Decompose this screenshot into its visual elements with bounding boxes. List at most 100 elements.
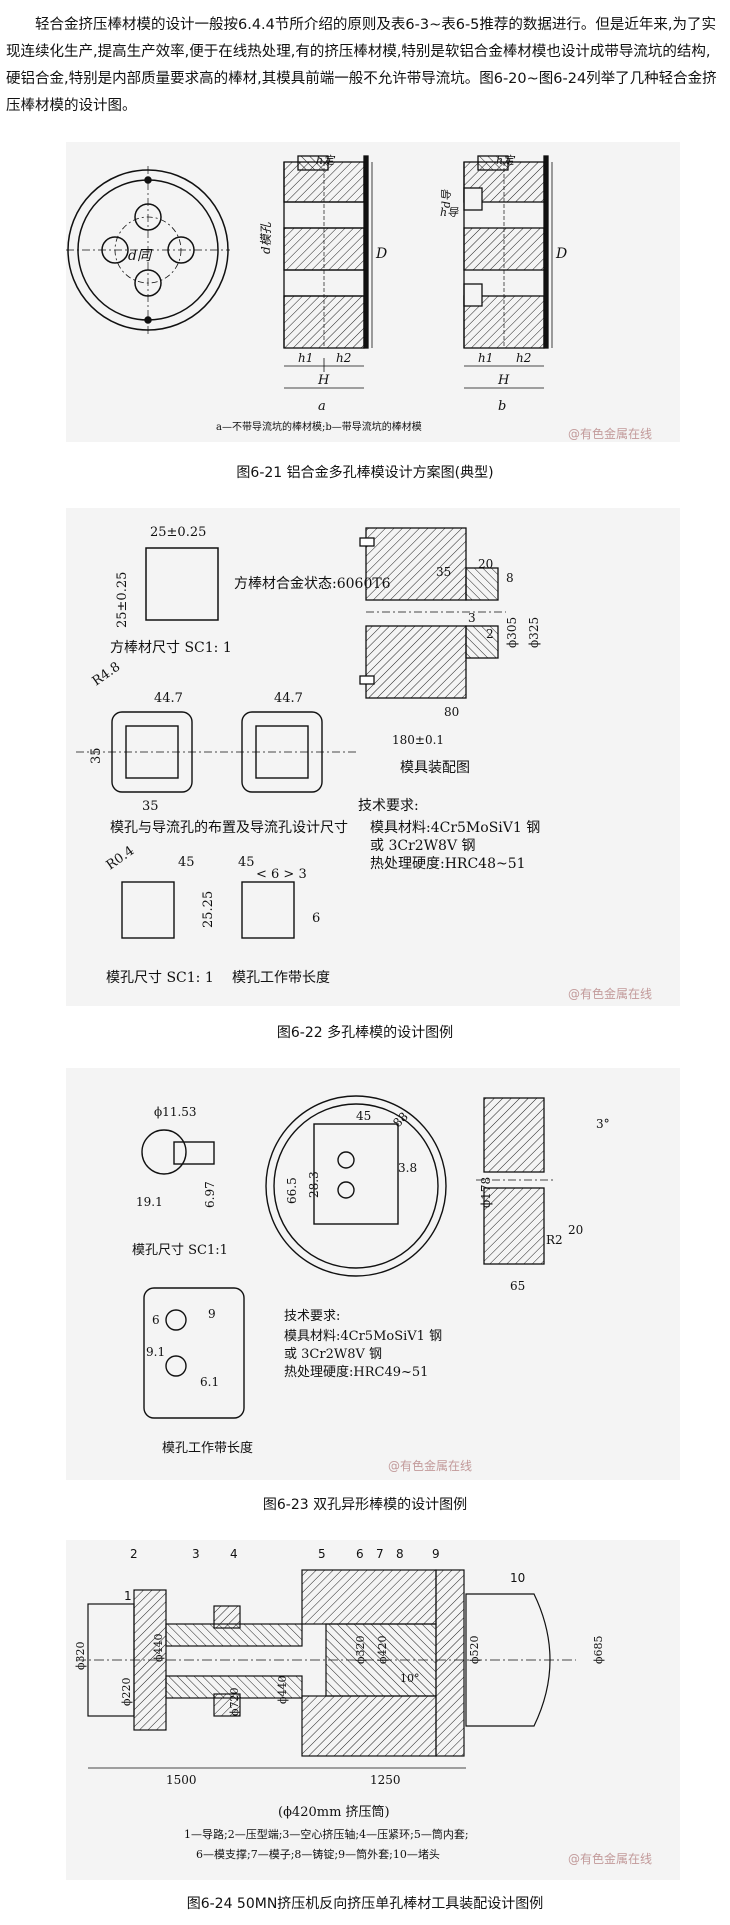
r2: R2 bbox=[546, 1233, 563, 1247]
phi-685: ϕ685 bbox=[592, 1636, 605, 1665]
phi-720: ϕ720 bbox=[228, 1688, 241, 1717]
caption-6-24: 图6-24 50MN挤压机反向挤压单孔棒材工具装配设计图例 bbox=[186, 1896, 544, 1912]
phi-178: ϕ178 bbox=[479, 1177, 493, 1208]
size-label: 模孔尺寸 SC1: 1 bbox=[106, 970, 214, 986]
part-5: 5 bbox=[318, 1547, 326, 1561]
bearing-label-23: 模孔工作带长度 bbox=[162, 1440, 253, 1456]
figure-6-23-drawing: ϕ11.53 19.1 6.97 模孔尺寸 SC1:1 45 88 66.5 2… bbox=[132, 1095, 610, 1456]
phi-440b: ϕ440 bbox=[276, 1676, 289, 1705]
tech-title: 技术要求: bbox=[358, 798, 419, 814]
bearing-6-23: 6 bbox=[152, 1313, 160, 1327]
die-front-view bbox=[66, 166, 230, 334]
dim-283: 28.3 bbox=[307, 1171, 321, 1198]
dim-25b: 25±0.25 bbox=[115, 572, 130, 628]
dim-45-23: 45 bbox=[356, 1109, 371, 1123]
D-label-b: D bbox=[555, 246, 567, 262]
part-6: 6 bbox=[356, 1547, 364, 1561]
part-7: 7 bbox=[376, 1547, 384, 1561]
dim-1500: 1500 bbox=[166, 1773, 197, 1787]
d45a: 45 bbox=[178, 855, 195, 870]
assembly-section bbox=[359, 527, 506, 699]
figure-6-21: d同 h定 d模孔 D h1 h2 H a h定 d导 h导 D h1 bbox=[66, 142, 680, 442]
watermark-2: @有色金属在线 bbox=[568, 987, 653, 1001]
part-10: 10 bbox=[510, 1571, 525, 1585]
dim-20: 20 bbox=[478, 557, 493, 571]
d-tong-label: d同 bbox=[128, 248, 153, 264]
tech-title-23: 技术要求: bbox=[284, 1309, 340, 1324]
dim-191: 19.1 bbox=[136, 1195, 163, 1209]
deg-10: 10° bbox=[400, 1672, 420, 1685]
bearing-6: 6 bbox=[312, 911, 320, 926]
label-a: a bbox=[318, 399, 326, 414]
part-4: 4 bbox=[230, 1547, 238, 1561]
deg-3: 3° bbox=[596, 1117, 610, 1131]
bearing-61: 6.1 bbox=[200, 1375, 219, 1389]
d45b: 45 bbox=[238, 855, 255, 870]
dim-65: 65 bbox=[510, 1279, 525, 1293]
D-label-a: D bbox=[375, 246, 387, 262]
figure-6-22-drawing: 25±0.25 25±0.25 方棒材合金状态:6060T6 方棒材尺寸 SC1… bbox=[76, 525, 541, 986]
bearing-plate bbox=[143, 1287, 245, 1419]
bearing-63: < 6 > 3 bbox=[256, 867, 307, 882]
dim-665: 66.5 bbox=[285, 1177, 299, 1204]
bearing-9: 9 bbox=[208, 1307, 216, 1321]
h2-label-b: h2 bbox=[516, 351, 531, 365]
dim-180: 180±0.1 bbox=[392, 733, 444, 747]
dim-325: ϕ325 bbox=[527, 617, 541, 648]
layout-title: 模孔与导流孔的布置及导流孔设计尺寸 bbox=[110, 820, 348, 836]
hole-profile bbox=[141, 1129, 215, 1175]
dim-8: 8 bbox=[506, 571, 514, 585]
dim-25a: 25±0.25 bbox=[150, 525, 206, 540]
part-2: 2 bbox=[130, 1547, 138, 1561]
dim-697: 6.97 bbox=[203, 1181, 217, 1208]
dim-2: 2 bbox=[486, 627, 494, 641]
phi-320a: ϕ320 bbox=[74, 1642, 87, 1671]
part-8: 8 bbox=[396, 1547, 404, 1561]
d447b: 44.7 bbox=[274, 691, 303, 706]
d2525: 25.25 bbox=[201, 891, 216, 928]
caption-6-23: 图6-23 双孔异形棒模的设计图例 bbox=[262, 1497, 468, 1513]
caption-6-21: 图6-21 铝合金多孔棒模设计方案图(典型) bbox=[236, 465, 494, 481]
phi-440a: ϕ440 bbox=[152, 1634, 165, 1663]
H-label-b: H bbox=[497, 373, 510, 388]
d-dao-label: d导 bbox=[440, 189, 453, 208]
watermark-4: @有色金属在线 bbox=[568, 1852, 653, 1866]
dim-305: ϕ305 bbox=[505, 617, 519, 648]
die-front-23 bbox=[265, 1095, 447, 1277]
intro-paragraph: 轻合金挤压棒材模的设计一般按6.4.4节所介绍的原则及表6-3~表6-5推荐的数… bbox=[6, 17, 717, 114]
d35h: 35 bbox=[142, 799, 159, 814]
size-label-23: 模孔尺寸 SC1:1 bbox=[132, 1243, 228, 1258]
dim-1250: 1250 bbox=[370, 1773, 401, 1787]
watermark-3: @有色金属在线 bbox=[388, 1459, 473, 1473]
h-ding-label-a: h定 bbox=[316, 154, 336, 167]
dim-20-23: 20 bbox=[568, 1223, 583, 1237]
phi-520: ϕ520 bbox=[468, 1636, 481, 1665]
dim-3: 3 bbox=[468, 611, 476, 625]
figure-6-23: ϕ11.53 19.1 6.97 模孔尺寸 SC1:1 45 88 66.5 2… bbox=[66, 1068, 680, 1480]
die-section-a bbox=[283, 155, 369, 349]
dim-80: 80 bbox=[444, 705, 459, 719]
r04-label: R0.4 bbox=[104, 844, 138, 874]
die-hole-size bbox=[121, 881, 295, 939]
tech-2: 或 3Cr2W8V 钢 bbox=[370, 838, 476, 854]
assembly-label: 模具装配图 bbox=[400, 760, 470, 776]
square-bar bbox=[145, 547, 219, 621]
bar-size-label: 方棒材尺寸 SC1: 1 bbox=[110, 640, 232, 656]
r48-label: R4.8 bbox=[90, 660, 124, 690]
label-b: b bbox=[498, 399, 506, 414]
dim-35: 35 bbox=[436, 565, 451, 579]
caption-6-22: 图6-22 多孔棒模的设计图例 bbox=[276, 1025, 454, 1041]
tech-2-23: 或 3Cr2W8V 钢 bbox=[284, 1347, 382, 1362]
h1-label-a: h1 bbox=[298, 351, 313, 365]
h-dao-label: h导 bbox=[440, 206, 459, 219]
bearing-label: 模孔工作带长度 bbox=[232, 970, 330, 986]
tech-1: 模具材料:4Cr5MoSiV1 钢 bbox=[370, 820, 540, 836]
dim-38: 3.8 bbox=[398, 1161, 417, 1175]
figure-6-22: 25±0.25 25±0.25 方棒材合金状态:6060T6 方棒材尺寸 SC1… bbox=[66, 508, 680, 1006]
part-1: 1 bbox=[124, 1589, 132, 1603]
part-3: 3 bbox=[192, 1547, 200, 1561]
alloy-label: 方棒材合金状态:6060T6 bbox=[234, 576, 391, 592]
legend-line-1: 1—导路;2—压型端;3—空心挤压轴;4—压紧环;5—筒内套; bbox=[184, 1827, 469, 1841]
h1-label-b: h1 bbox=[478, 351, 493, 365]
section-23 bbox=[476, 1097, 556, 1265]
